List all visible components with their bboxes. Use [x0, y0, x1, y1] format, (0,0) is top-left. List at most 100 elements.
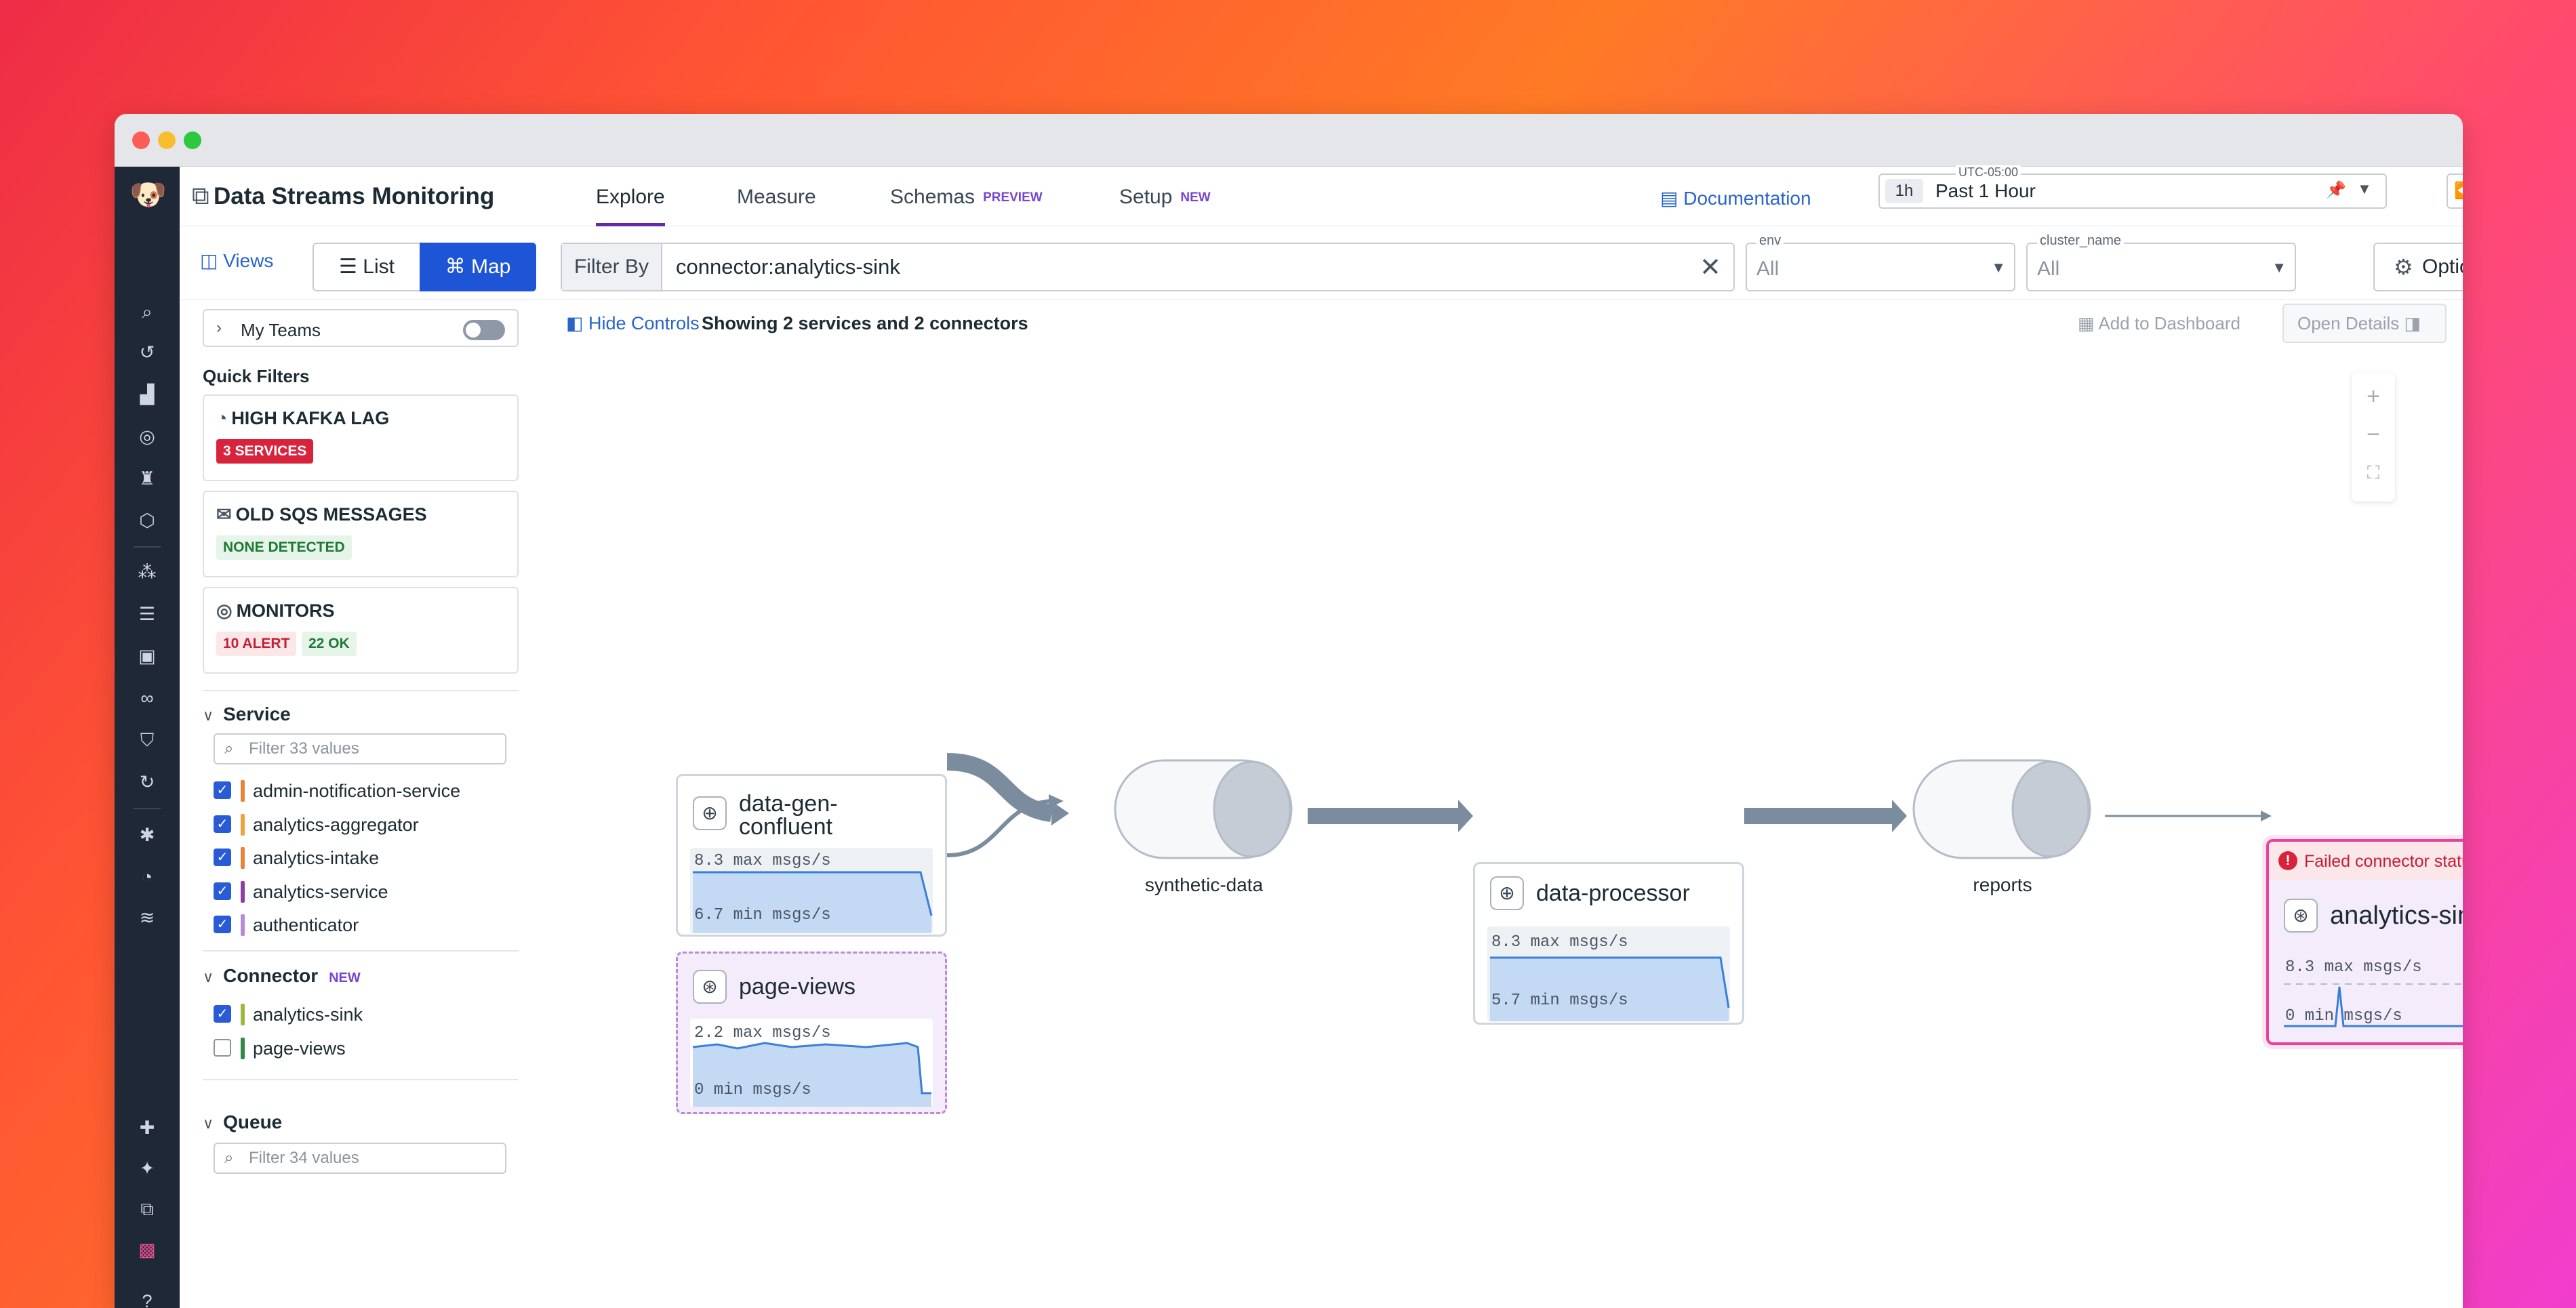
- bug-icon[interactable]: ✱: [139, 825, 155, 845]
- logs-icon[interactable]: ≋: [139, 907, 155, 928]
- quick-filter-high-kafka-lag[interactable]: ◔HIGH KAFKA LAG 3 SERVICES: [203, 394, 519, 481]
- topic-node-synthetic-data[interactable]: [1112, 754, 1304, 863]
- service-section-header[interactable]: ∨Service: [203, 703, 291, 724]
- service-node-data-processor[interactable]: ⊕ data-processor 8.3 max msgs/s 5.7 min …: [1473, 862, 1744, 1025]
- list-item[interactable]: ✓ authenticator: [214, 908, 519, 937]
- software-delivery-icon[interactable]: ∞: [140, 688, 154, 708]
- app-title: Data Streams Monitoring: [214, 183, 495, 209]
- pin-icon[interactable]: 📌: [2326, 181, 2346, 199]
- topic-node-reports[interactable]: [1911, 754, 2102, 863]
- env-select[interactable]: env All ▼: [1746, 233, 2015, 291]
- checkbox[interactable]: ✓: [214, 882, 231, 900]
- arrowhead-icon: [1049, 794, 1064, 808]
- my-teams-toggle[interactable]: [463, 320, 505, 340]
- fit-to-screen-icon[interactable]: ⛶: [2367, 462, 2380, 483]
- hide-controls-button[interactable]: ◧ Hide Controls: [566, 313, 700, 334]
- datadog-logo-icon[interactable]: 🐶: [129, 178, 167, 211]
- checkbox[interactable]: [214, 1038, 231, 1057]
- tab-measure[interactable]: Measure: [737, 186, 816, 208]
- tab-explore[interactable]: Explore: [596, 186, 665, 226]
- synthetics-icon[interactable]: ↻: [139, 772, 155, 792]
- filter-search-bar[interactable]: Filter By connector:analytics-sink ✕: [561, 243, 1735, 291]
- sparkle-icon[interactable]: ✦: [139, 1158, 155, 1179]
- list-item[interactable]: ✓admin-notification-service: [214, 774, 519, 808]
- digital-experience-icon[interactable]: ▣: [138, 646, 156, 666]
- service-name: analytics-service: [253, 881, 388, 902]
- color-stripe: [241, 1004, 245, 1025]
- list-item[interactable]: page-views: [214, 1031, 519, 1065]
- node-title: page-views: [739, 974, 856, 1000]
- map-view-button[interactable]: ⌘ Map: [420, 243, 536, 291]
- connector-node-analytics-sink[interactable]: ! Failed connector status ⊛ analytics-si…: [2266, 839, 2463, 1045]
- ok-count-badge: 22 OK: [302, 632, 357, 656]
- close-window-button[interactable]: [132, 131, 150, 149]
- global-nav-rail: 🐶 ⌕ ↺ ▟ ◎ ♜ ⬡ ⁂ ☰ ▣ ∞ ⛉ ↻ ✱ ◔ ≋ ✚ ✦ ⧉ ▩ …: [115, 167, 180, 1308]
- maximize-window-button[interactable]: [184, 131, 201, 149]
- infrastructure-icon[interactable]: ⬡: [139, 510, 155, 531]
- queue-filter-input[interactable]: ⌕Filter 34 values: [214, 1143, 506, 1174]
- checkbox[interactable]: ✓: [214, 1005, 231, 1023]
- old-sqs-messages-title: ✉OLD SQS MESSAGES: [216, 504, 427, 525]
- monitors-icon[interactable]: ◎: [139, 426, 155, 447]
- rail-divider: [134, 546, 161, 548]
- high-kafka-lag-title: ◔HIGH KAFKA LAG: [216, 408, 390, 428]
- add-to-dashboard-button[interactable]: ▦ Add to Dashboard: [2078, 313, 2240, 334]
- user-avatar-icon[interactable]: ▩: [138, 1240, 156, 1260]
- zoom-out-button[interactable]: −: [2367, 422, 2380, 447]
- data-streams-icon[interactable]: ☰: [138, 604, 156, 624]
- max-rate-label: 8.3 max msgs/s: [694, 852, 831, 870]
- cluster-name-select[interactable]: cluster_name All ▼: [2026, 233, 2296, 291]
- checkbox[interactable]: ✓: [214, 815, 231, 833]
- service-filter-input[interactable]: ⌕Filter 33 values: [214, 733, 506, 764]
- help-icon[interactable]: ?: [142, 1291, 153, 1308]
- service-node-data-gen-confluent[interactable]: ⊕ data-gen- confluent 8.3 max msgs/s 6.7…: [676, 774, 947, 937]
- time-range-picker[interactable]: [1878, 173, 2387, 209]
- watchdog-icon[interactable]: ♜: [138, 468, 156, 489]
- notebooks-icon[interactable]: ⧉: [140, 1199, 154, 1219]
- step-back-button[interactable]: ⏪: [2447, 173, 2463, 209]
- quick-filter-monitors[interactable]: ◎MONITORS 10 ALERT 22 OK: [203, 587, 519, 674]
- connector-node-page-views[interactable]: ⊛ page-views 2.2 max msgs/s 0 min msgs/s: [676, 952, 947, 1114]
- list-view-button[interactable]: ☰ List: [313, 243, 421, 291]
- list-item[interactable]: ✓analytics-aggregator: [214, 808, 519, 842]
- throughput-sparkline: 8.3 max msgs/s 0 min msgs/s: [2281, 956, 2463, 1036]
- quick-filter-old-sqs-messages[interactable]: ✉OLD SQS MESSAGES NONE DETECTED: [203, 491, 519, 577]
- options-label: Options: [2422, 256, 2463, 278]
- views-button[interactable]: ◫ Views: [200, 249, 273, 272]
- color-stripe: [241, 813, 245, 836]
- options-button[interactable]: ⚙ Options: [2373, 243, 2463, 291]
- failed-status-banner: ! Failed connector status: [2269, 842, 2463, 880]
- checkbox[interactable]: ✓: [214, 781, 231, 799]
- list-item[interactable]: ✓ analytics-service: [214, 875, 519, 909]
- max-rate-label: 2.2 max msgs/s: [694, 1024, 831, 1042]
- chevron-down-icon[interactable]: ▼: [2357, 180, 2372, 197]
- topic-label: synthetic-data: [1144, 874, 1264, 895]
- checkbox[interactable]: ✓: [214, 849, 231, 866]
- integrations-icon[interactable]: ✚: [139, 1118, 155, 1138]
- service-name: authenticator: [253, 915, 359, 935]
- node-title: analytics-sink: [2330, 901, 2463, 930]
- history-icon[interactable]: ↺: [139, 342, 155, 363]
- map-icon: ⌘: [445, 256, 471, 278]
- performance-gauge-icon[interactable]: ◔: [141, 867, 153, 887]
- queue-section-header[interactable]: ∨Queue: [203, 1111, 283, 1132]
- search-icon[interactable]: ⌕: [142, 302, 153, 322]
- open-details-button[interactable]: Open Details ◨: [2282, 304, 2447, 343]
- documentation-link[interactable]: ▤ Documentation: [1660, 187, 1811, 209]
- security-icon[interactable]: ⛉: [140, 730, 155, 750]
- clear-filter-icon[interactable]: ✕: [1699, 253, 1721, 282]
- apm-icon[interactable]: ⁂: [138, 562, 157, 582]
- list-item[interactable]: ✓analytics-intake: [214, 841, 519, 875]
- filter-query[interactable]: connector:analytics-sink: [676, 255, 900, 279]
- my-teams-filter[interactable]: › My Teams: [203, 309, 519, 347]
- tab-setup-label: Setup: [1119, 186, 1173, 208]
- zoom-in-button[interactable]: +: [2367, 384, 2380, 409]
- list-item[interactable]: ✓analytics-sink: [214, 998, 519, 1031]
- minimize-window-button[interactable]: [158, 131, 176, 149]
- node-title: data-processor: [1536, 880, 1690, 906]
- checkbox[interactable]: ✓: [214, 916, 231, 933]
- dashboards-icon[interactable]: ▟: [140, 384, 155, 405]
